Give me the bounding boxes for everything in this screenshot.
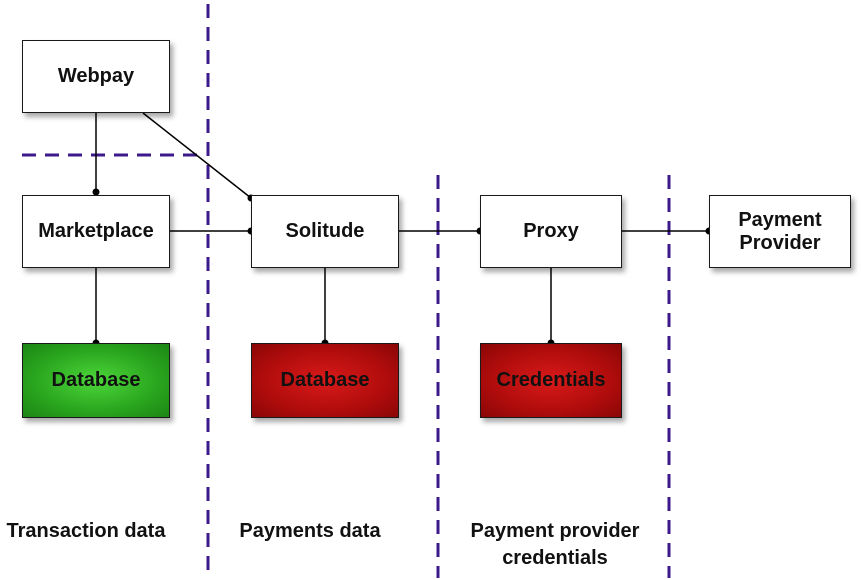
node-label: Marketplace	[38, 220, 154, 242]
node-label: Solitude	[285, 220, 365, 242]
node-webpay: Webpay	[22, 40, 170, 113]
node-marketplace: Marketplace	[22, 195, 170, 268]
node-label: Proxy	[523, 220, 579, 242]
node-label: Database	[51, 369, 141, 391]
node-solitude-database: Database	[251, 343, 399, 418]
node-marketplace-database: Database	[22, 343, 170, 418]
node-label: Webpay	[57, 65, 135, 87]
zone-label-transaction: Transaction data	[6, 520, 166, 542]
endpoint-dot	[92, 188, 100, 196]
node-solitude: Solitude	[251, 195, 399, 268]
node-label: Payment Provider	[738, 208, 822, 254]
zone-label-provider-credentials: Payment provider credentials	[470, 520, 640, 569]
node-label: Database	[280, 369, 370, 391]
link-webpay-solitude	[142, 112, 252, 199]
node-label: Credentials	[496, 369, 606, 391]
node-payment-provider: Payment Provider	[709, 195, 851, 268]
node-credentials: Credentials	[480, 343, 622, 418]
zone-label-payments: Payments data	[239, 520, 381, 542]
node-proxy: Proxy	[480, 195, 622, 268]
